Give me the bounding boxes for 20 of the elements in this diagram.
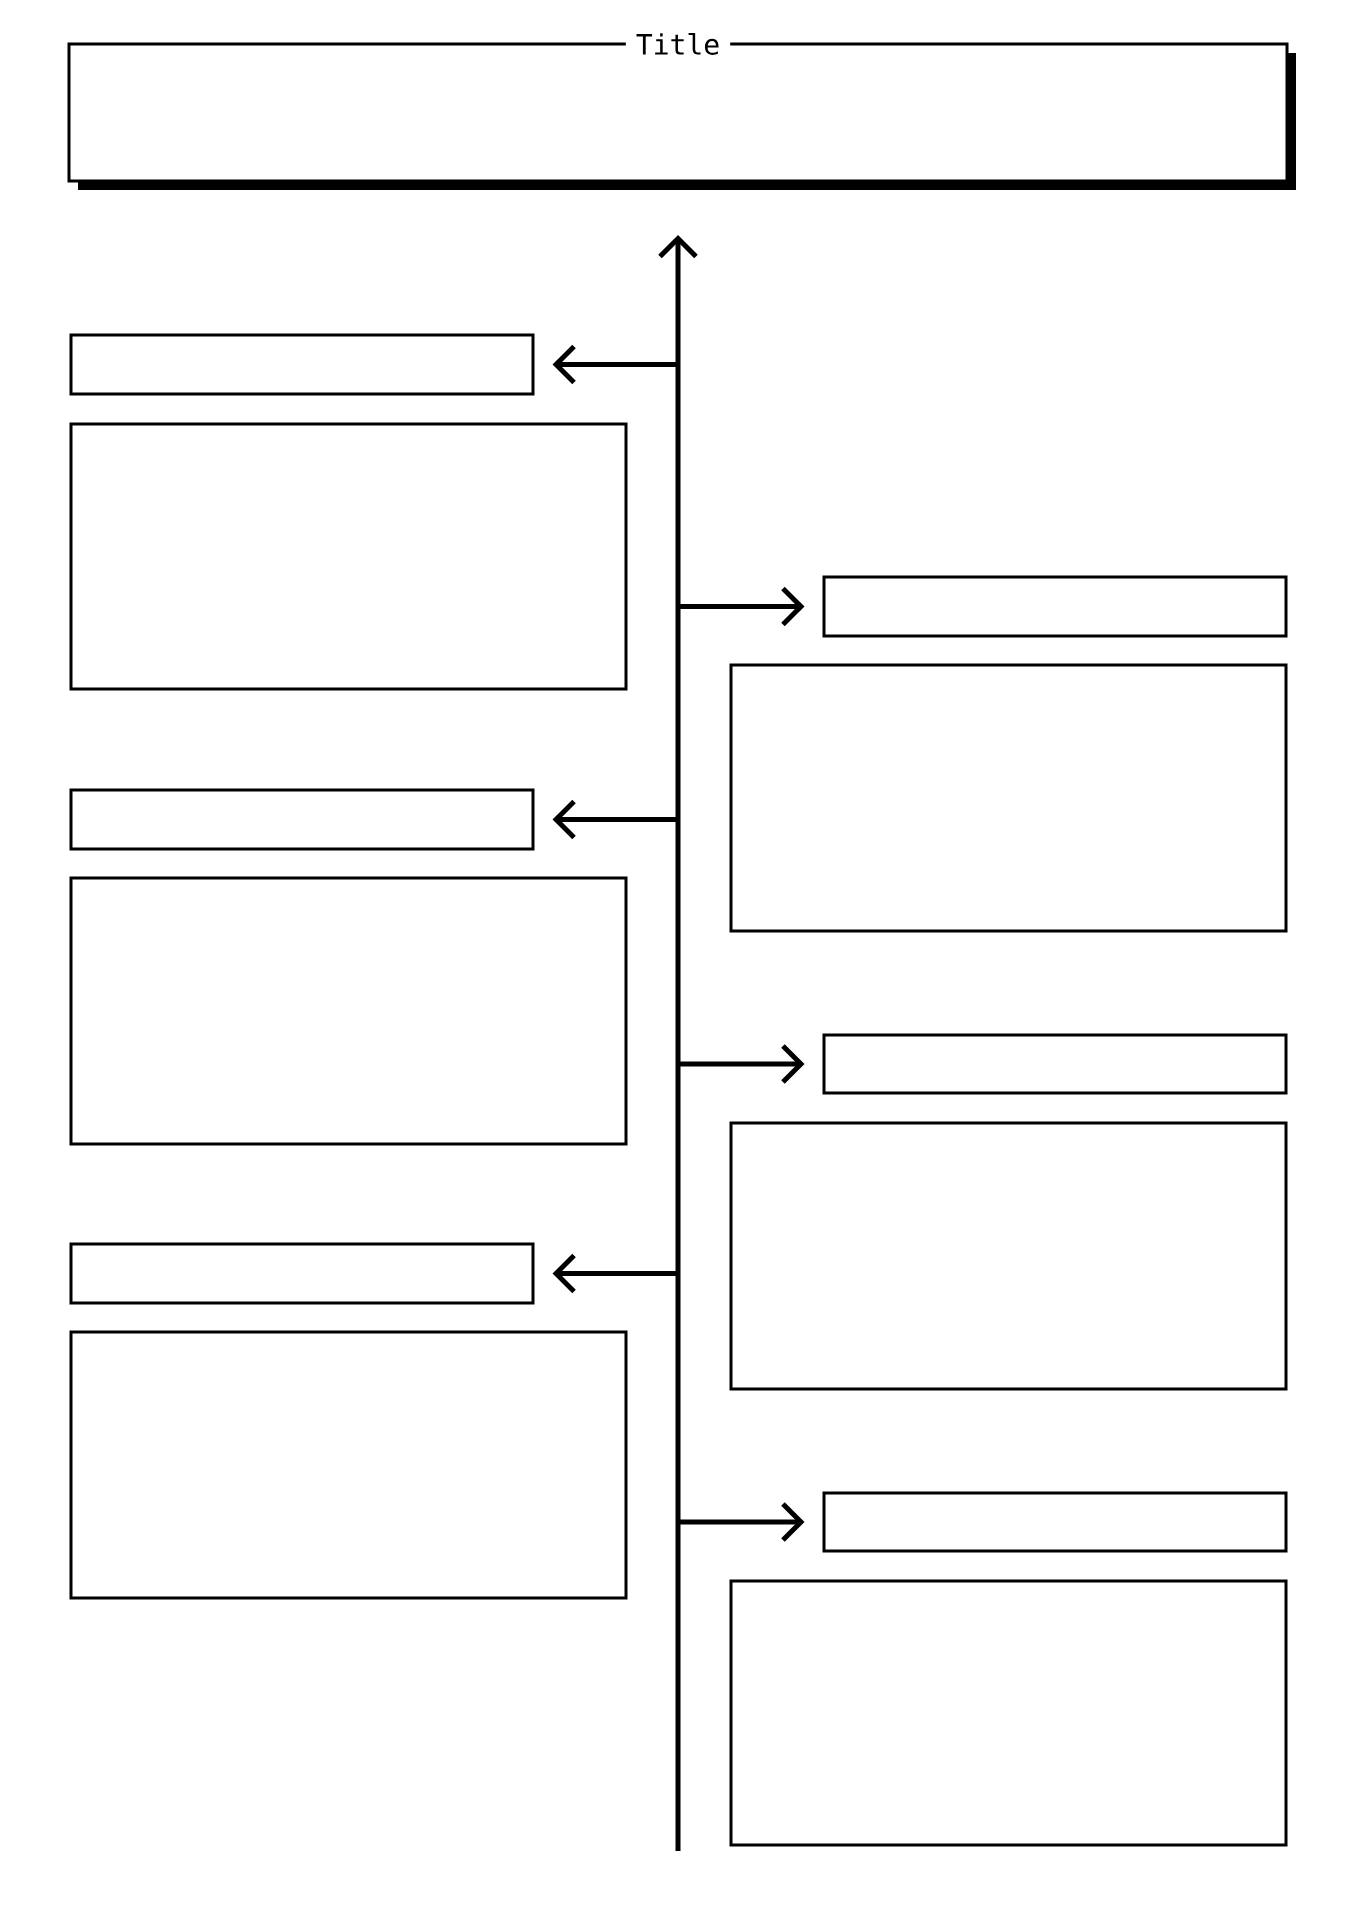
label-box xyxy=(69,333,535,396)
arrow xyxy=(552,799,678,840)
arrow xyxy=(678,1502,805,1542)
text-box xyxy=(69,422,628,691)
label-box xyxy=(822,1491,1288,1553)
arrow xyxy=(552,1253,678,1294)
arrow xyxy=(678,586,805,627)
label-box xyxy=(822,1033,1288,1095)
text-box xyxy=(69,1330,628,1600)
text-box xyxy=(729,1121,1288,1391)
text-box xyxy=(729,1579,1288,1847)
text-box xyxy=(729,663,1288,933)
label-box xyxy=(69,1242,535,1305)
text-box xyxy=(69,876,628,1146)
label-box xyxy=(69,788,535,851)
node-label: Title xyxy=(636,33,719,55)
label-box xyxy=(822,575,1288,638)
arrow xyxy=(552,344,678,385)
title-box: Title xyxy=(67,31,1296,190)
arrow xyxy=(678,1044,805,1084)
